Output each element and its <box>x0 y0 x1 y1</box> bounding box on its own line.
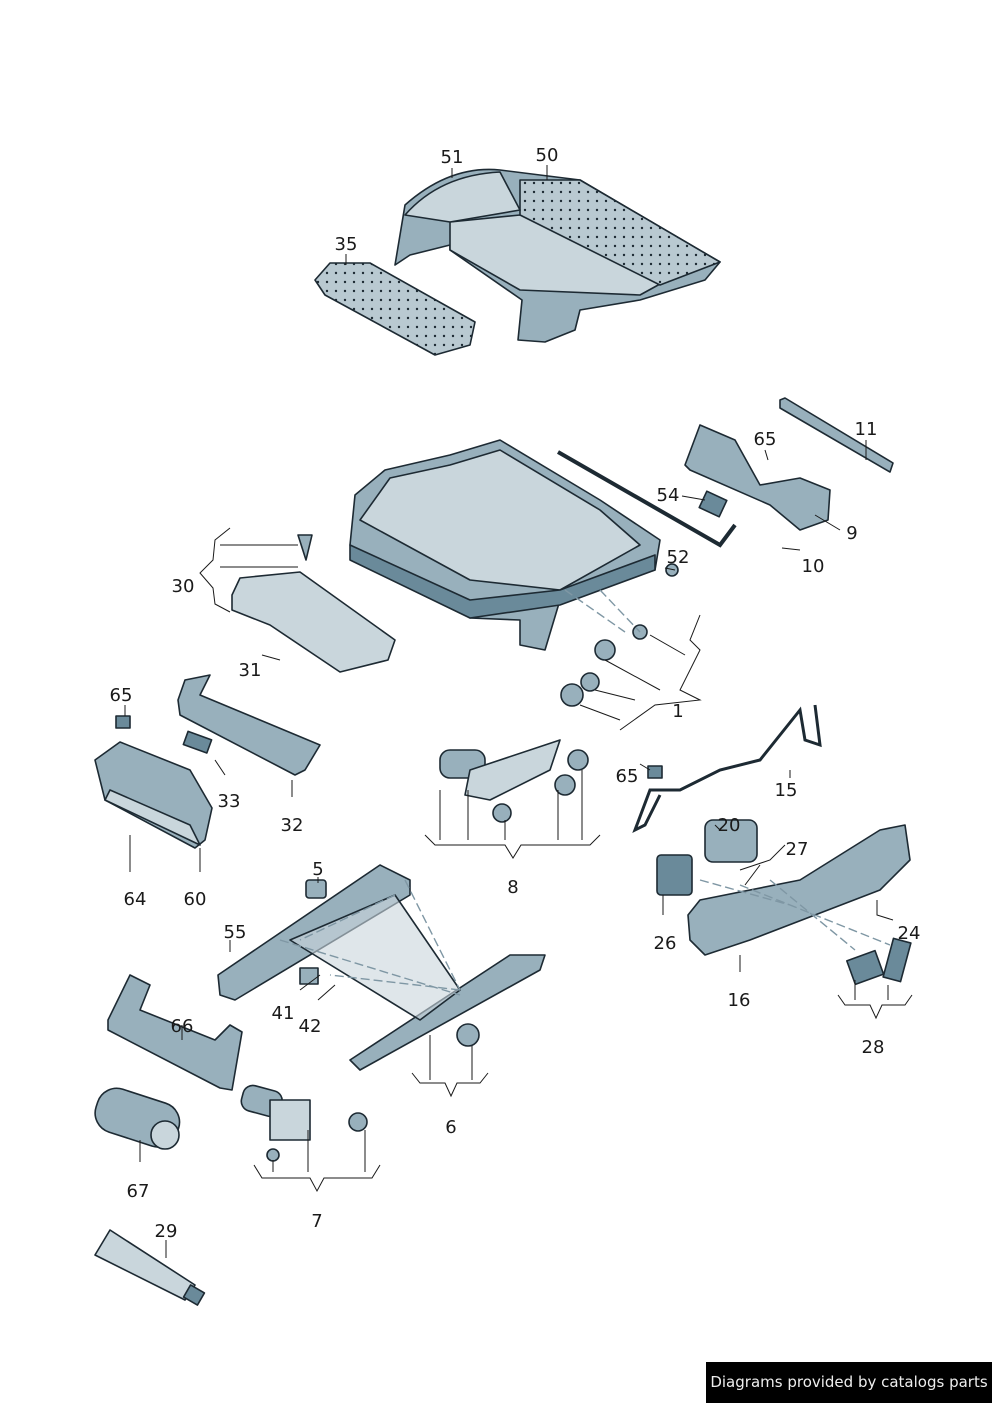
label-65[interactable]: 65 <box>110 685 133 706</box>
label-54[interactable]: 54 <box>657 485 680 506</box>
label-8[interactable]: 8 <box>507 877 518 898</box>
knob-28b <box>882 937 912 983</box>
seat-cushion[interactable] <box>394 168 721 343</box>
front-cushion-pad[interactable] <box>314 262 476 356</box>
mounting-bracket[interactable] <box>107 974 243 1091</box>
motor-assembly-8[interactable] <box>439 739 589 823</box>
label-6[interactable]: 6 <box>445 1117 456 1138</box>
motor-67[interactable] <box>90 1083 185 1152</box>
label-33[interactable]: 33 <box>218 791 241 812</box>
label-52[interactable]: 52 <box>667 547 690 568</box>
label-55[interactable]: 55 <box>224 922 247 943</box>
lower-tray[interactable] <box>231 571 396 673</box>
label-20[interactable]: 20 <box>718 815 741 836</box>
motor-assembly-7[interactable] <box>239 1083 368 1162</box>
seat-rails[interactable] <box>217 864 546 1071</box>
seat-switch[interactable] <box>704 819 758 863</box>
housing-face <box>104 789 201 846</box>
label-9[interactable]: 9 <box>846 523 857 544</box>
wiring-harness[interactable] <box>632 704 822 834</box>
label-35[interactable]: 35 <box>335 234 358 255</box>
credit-banner: Diagrams provided by catalogs parts <box>706 1362 992 1403</box>
switch-54[interactable] <box>698 490 728 518</box>
label-67[interactable]: 67 <box>127 1181 150 1202</box>
label-65[interactable]: 65 <box>616 766 639 787</box>
seat-frame[interactable] <box>349 439 661 651</box>
label-27[interactable]: 27 <box>786 839 809 860</box>
label-64[interactable]: 64 <box>124 889 147 910</box>
front-trim-cover[interactable] <box>177 674 321 776</box>
label-30[interactable]: 30 <box>172 576 195 597</box>
grease-tube[interactable] <box>94 1229 206 1306</box>
part-labels: 51 50 35 11 65 54 9 52 10 30 31 1 65 33 … <box>110 145 921 1242</box>
label-32[interactable]: 32 <box>281 815 304 836</box>
bolt <box>297 534 313 561</box>
torsion-rod[interactable] <box>557 450 737 548</box>
label-24[interactable]: 24 <box>898 923 921 944</box>
label-11[interactable]: 11 <box>855 419 878 440</box>
label-60[interactable]: 60 <box>184 889 207 910</box>
switch-26[interactable] <box>656 854 693 896</box>
assembly-lines <box>279 589 891 996</box>
label-31[interactable]: 31 <box>239 660 262 681</box>
trim-strip[interactable] <box>779 397 894 473</box>
leader-lines <box>124 165 913 1258</box>
label-41[interactable]: 41 <box>272 1003 295 1024</box>
label-51[interactable]: 51 <box>441 147 464 168</box>
side-trim-panel[interactable] <box>687 824 911 956</box>
label-7[interactable]: 7 <box>311 1211 322 1232</box>
label-50[interactable]: 50 <box>536 145 559 166</box>
label-15[interactable]: 15 <box>775 780 798 801</box>
label-26[interactable]: 26 <box>654 933 677 954</box>
label-66[interactable]: 66 <box>171 1016 194 1037</box>
clip-5[interactable] <box>305 879 327 899</box>
height-adjuster-bracket[interactable] <box>684 424 831 531</box>
label-10[interactable]: 10 <box>802 556 825 577</box>
clip-65 <box>115 715 131 729</box>
label-28[interactable]: 28 <box>862 1037 885 1058</box>
label-16[interactable]: 16 <box>728 990 751 1011</box>
clip-41[interactable] <box>299 967 319 985</box>
label-42[interactable]: 42 <box>299 1016 322 1037</box>
knob-28a <box>846 949 885 986</box>
label-29[interactable]: 29 <box>155 1221 178 1242</box>
clip-65b <box>647 765 663 779</box>
label-5[interactable]: 5 <box>312 859 323 880</box>
clip-33 <box>182 730 213 754</box>
label-65[interactable]: 65 <box>754 429 777 450</box>
label-1[interactable]: 1 <box>672 701 683 722</box>
